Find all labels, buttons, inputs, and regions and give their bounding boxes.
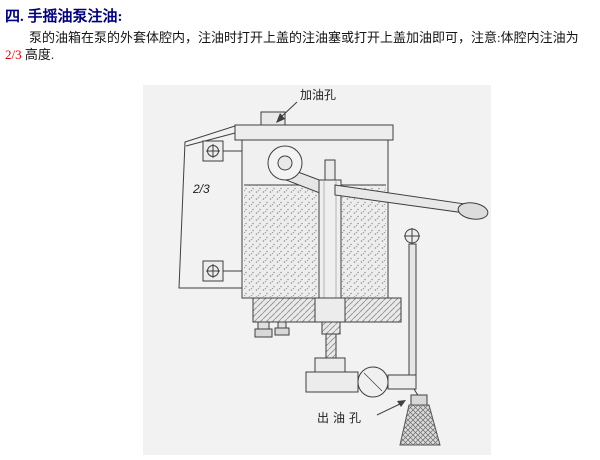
paragraph-text-after: 高度. [21, 47, 55, 62]
hand-lever [334, 184, 489, 220]
oil-tank [234, 111, 394, 299]
fraction-highlight: 2/3 [5, 47, 22, 62]
outlet-tee [305, 366, 417, 398]
crank-mechanism [267, 145, 336, 197]
valve-rod [404, 228, 420, 376]
pump-base [252, 297, 402, 338]
oil-fill [244, 185, 386, 297]
tassel-brush [399, 388, 441, 446]
label-outlet: 出油孔 [317, 411, 365, 425]
label-fill-hole: 加油孔 [300, 88, 336, 102]
label-outlet-group: 出油孔 [317, 400, 406, 425]
paragraph-text: 泵的油箱在泵的外套体腔内，注油时打开上盖的注油塞或打开上盖加油即可，注意:体腔内… [29, 30, 579, 45]
section-heading: 四. 手摇油泵注油: [5, 9, 123, 25]
arrowhead-outlet [397, 400, 406, 407]
bracket-bolt-bottom [202, 260, 242, 282]
arrowhead-fill-hole [276, 113, 285, 123]
pump-diagram-svg: 2/3 [178, 88, 489, 446]
pump-diagram: 2/3 [143, 85, 491, 455]
body-paragraph: 泵的油箱在泵的外套体腔内，注油时打开上盖的注油塞或打开上盖加油即可，注意:体腔内… [5, 29, 583, 63]
tank-lid [234, 124, 394, 141]
outlet-shaft [314, 321, 346, 373]
label-level: 2/3 [192, 182, 210, 196]
mounting-bracket [178, 125, 242, 289]
bracket-bolt-top [202, 140, 242, 162]
label-fill-hole-group: 加油孔 [276, 88, 336, 123]
pump-cylinder [318, 159, 342, 299]
